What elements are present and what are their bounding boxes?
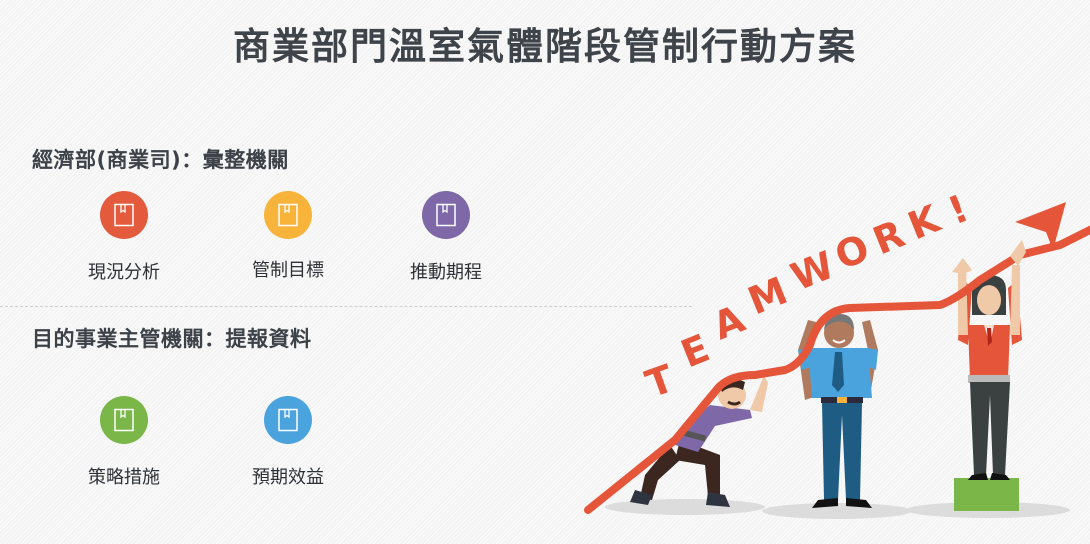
book-icon-circle [100, 191, 148, 239]
item-strategies: 策略措施 [54, 396, 194, 490]
svg-text:W: W [785, 243, 840, 300]
item-expected-benefits: 預期效益 [218, 396, 358, 490]
book-icon [436, 203, 456, 227]
shadow [605, 499, 765, 515]
book-icon-circle [100, 396, 148, 444]
book-icon [278, 203, 298, 227]
figure-standing-man [798, 313, 878, 508]
svg-text:M: M [742, 268, 794, 323]
item-control-targets: 管制目標 [218, 191, 358, 283]
svg-text:K: K [902, 196, 947, 248]
svg-text:A: A [707, 296, 751, 348]
book-icon-circle [264, 396, 312, 444]
figure-kneeling-man [630, 375, 768, 507]
arrow-head [1015, 202, 1066, 250]
book-icon [114, 408, 134, 432]
svg-text:O: O [829, 225, 875, 278]
item-label: 預期效益 [252, 467, 324, 488]
rising-arrow [584, 202, 1090, 514]
teamwork-illustration: T E A M W O R K ! [584, 186, 1090, 519]
book-icon-circle [422, 191, 470, 239]
figure-woman [958, 265, 1022, 480]
item-schedule: 推動期程 [376, 191, 516, 285]
item-label: 推動期程 [410, 262, 482, 283]
woman-hands [952, 240, 1026, 274]
book-icon [114, 203, 134, 227]
page-title: 商業部門溫室氣體階段管制行動方案 [233, 25, 857, 68]
svg-text:E: E [675, 326, 716, 377]
item-label: 策略措施 [88, 467, 160, 488]
svg-text:T: T [640, 356, 679, 406]
book-icon [278, 408, 298, 432]
item-status-analysis: 現況分析 [54, 191, 194, 285]
section-heading-authorities: 目的事業主管機關：提報資料 [32, 327, 312, 351]
section-heading-ministry: 經濟部(商業司)：彙整機關 [32, 148, 289, 172]
book-icon-circle [264, 191, 312, 239]
item-label: 管制目標 [252, 260, 324, 281]
section-divider [0, 306, 692, 307]
pedestal [954, 478, 1019, 511]
shadow [762, 503, 912, 519]
svg-text:!: ! [942, 186, 975, 233]
item-label: 現況分析 [88, 262, 160, 283]
svg-text:R: R [867, 212, 911, 264]
